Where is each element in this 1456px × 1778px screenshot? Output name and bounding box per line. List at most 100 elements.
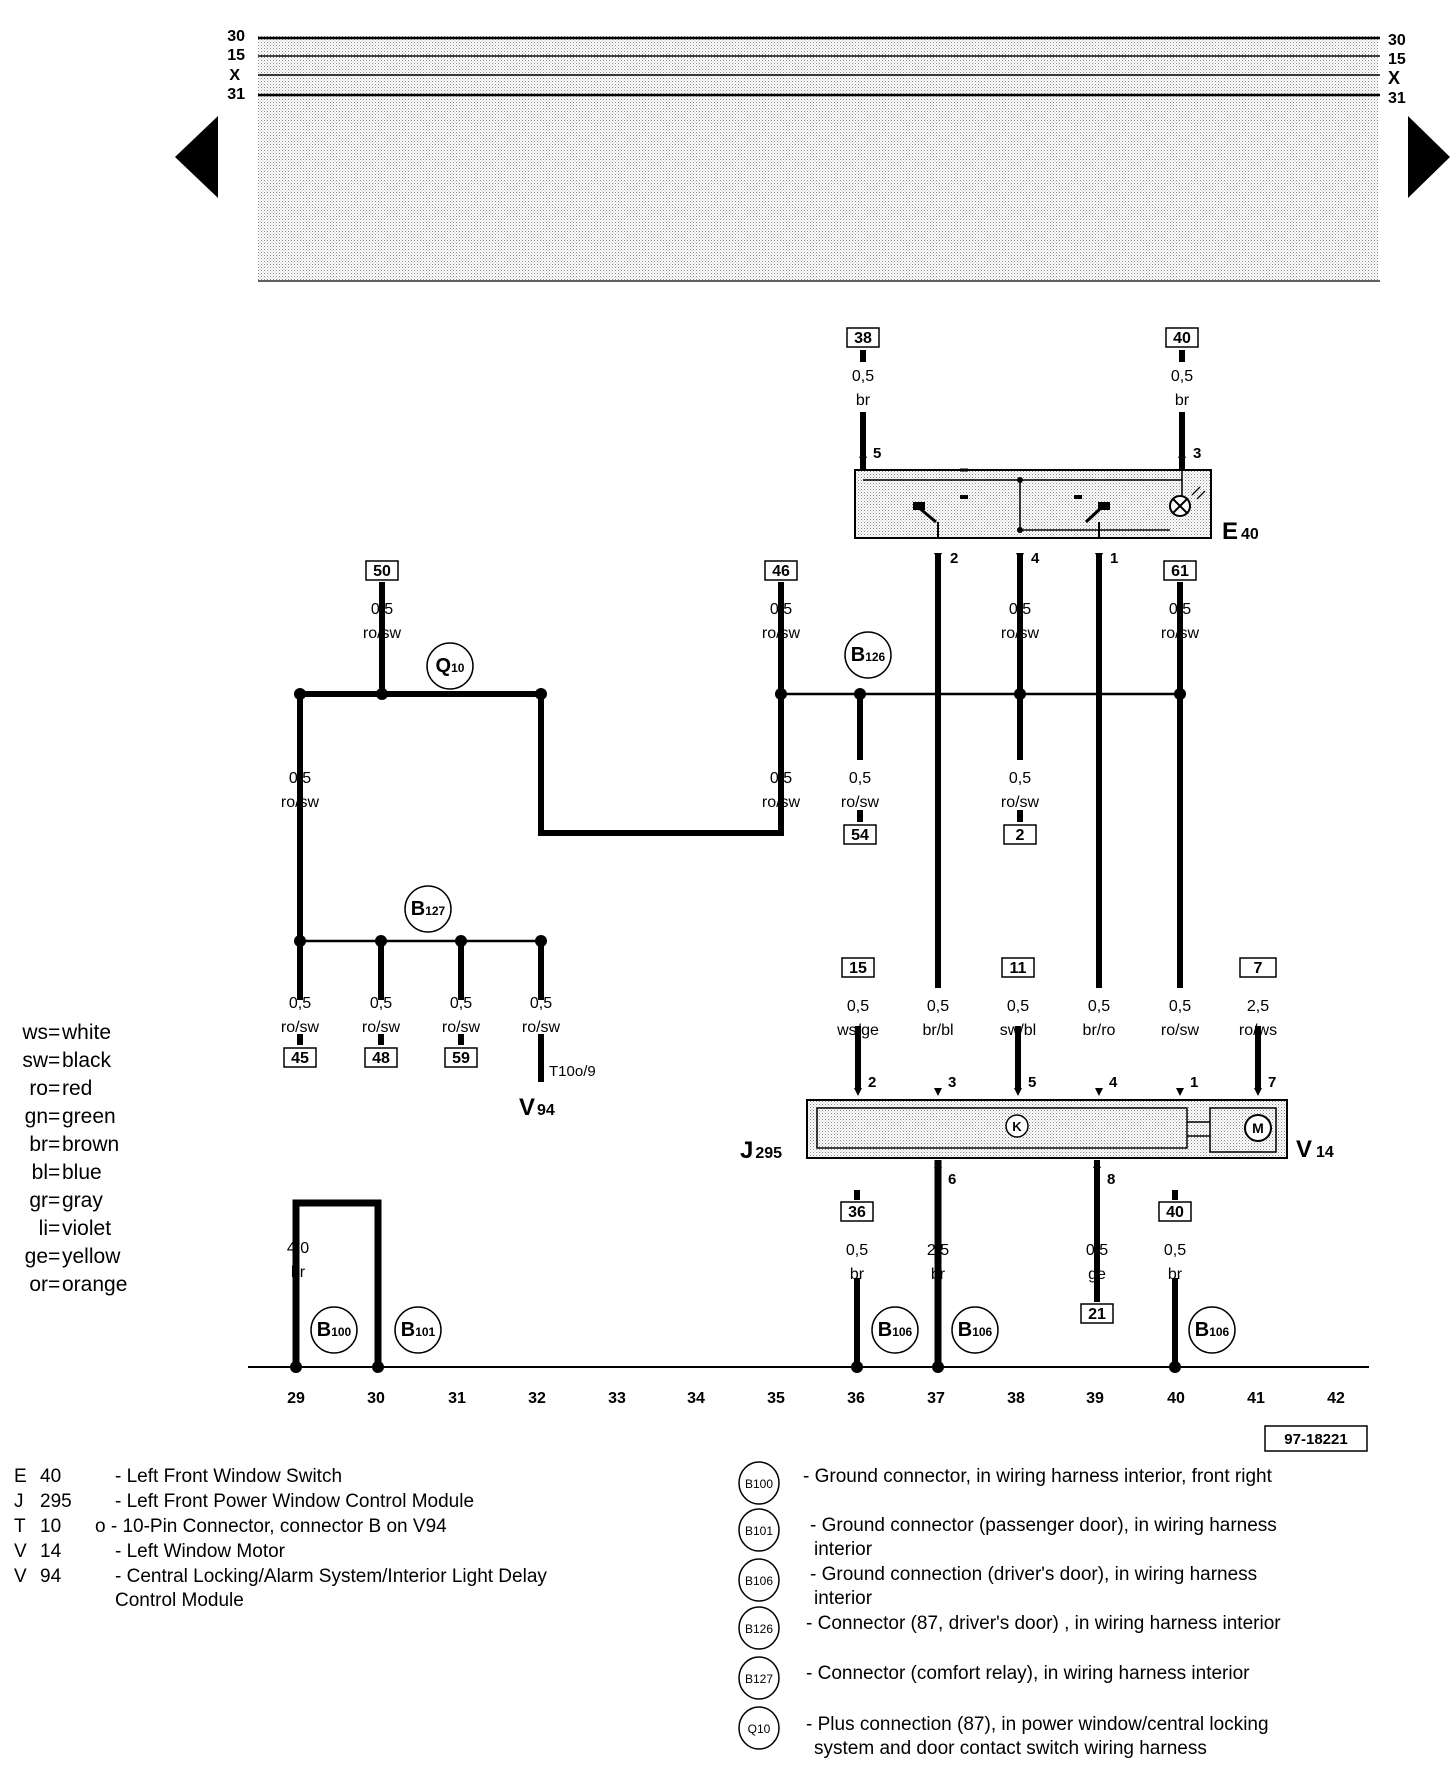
svg-text:ro/sw: ro/sw xyxy=(281,794,320,811)
color-legend-item: br=brown xyxy=(29,1133,119,1156)
svg-text:bl: bl xyxy=(32,1161,48,1184)
svg-text:2: 2 xyxy=(950,550,958,567)
wire-label: 0,5ro/sw xyxy=(442,995,481,1036)
svg-text:61: 61 xyxy=(1171,563,1189,580)
svg-text:ro/sw: ro/sw xyxy=(442,1019,481,1036)
svg-text:2: 2 xyxy=(868,1074,876,1091)
wire-label: 0,5 ge xyxy=(1086,1242,1108,1283)
svg-text:B126: B126 xyxy=(851,644,886,666)
svg-text:br: br xyxy=(931,1266,946,1283)
connector-legend-item: B100 - Ground connector, in wiring harne… xyxy=(738,1461,1273,1505)
svg-text:40: 40 xyxy=(1166,1204,1184,1221)
svg-text:B106: B106 xyxy=(1195,1319,1230,1341)
svg-text:E: E xyxy=(14,1466,27,1487)
track-number: 34 xyxy=(687,1390,705,1407)
svg-text:0,5: 0,5 xyxy=(1086,1242,1108,1259)
ref-box-61: 61 xyxy=(1163,560,1197,581)
ref-box-45: 45 xyxy=(283,1047,317,1068)
connector-B100: B100 xyxy=(310,1306,358,1354)
connector-symbols: Q10 B126 B127 B100 B101 B106 B106 B106 xyxy=(310,631,1236,1354)
previous-page-arrow[interactable] xyxy=(175,116,218,198)
svg-text:45: 45 xyxy=(291,1050,309,1067)
svg-text:38: 38 xyxy=(854,330,872,347)
wire-labels: 0,5 br 0,5 br 0,5 ro/sw 0,5 ro/sw 0,5 ro/sw 0… xyxy=(281,368,1277,1283)
svg-text:T: T xyxy=(14,1516,26,1537)
svg-text:K: K xyxy=(1012,1119,1022,1134)
ref-box-2: 2 xyxy=(1003,824,1037,845)
svg-text:Control Module: Control Module xyxy=(115,1590,244,1611)
connector-B101: B101 xyxy=(394,1306,442,1354)
svg-text:0,5: 0,5 xyxy=(849,770,871,787)
svg-text:B127: B127 xyxy=(411,898,446,920)
svg-text:B100: B100 xyxy=(745,1477,773,1491)
track-number: 29 xyxy=(287,1390,305,1407)
wire-label: 0,5ro/sw xyxy=(762,601,801,642)
svg-text:B101: B101 xyxy=(745,1524,773,1538)
svg-text:ge: ge xyxy=(25,1245,48,1268)
svg-text:4: 4 xyxy=(1109,1074,1118,1091)
svg-text:11: 11 xyxy=(1010,960,1027,977)
svg-text:46: 46 xyxy=(772,563,790,580)
track-numbers: 29 30 31 32 33 34 35 36 37 38 39 40 41 4… xyxy=(287,1390,1345,1407)
color-code-legend: ws=white sw=black ro=red gn=green br=bro… xyxy=(21,1021,127,1296)
svg-text:brown: brown xyxy=(62,1133,119,1156)
ref-box-15: 15 xyxy=(841,957,875,978)
svg-text:=: = xyxy=(48,1077,60,1100)
svg-text:br/bl: br/bl xyxy=(922,1022,953,1039)
svg-text:ge: ge xyxy=(1088,1266,1106,1283)
svg-text:59: 59 xyxy=(452,1050,470,1067)
connector-B106-37: B106 xyxy=(951,1306,999,1354)
document-number-box: 97-18221 xyxy=(1264,1425,1368,1452)
svg-text:B127: B127 xyxy=(745,1672,773,1686)
svg-text:br: br xyxy=(850,1266,865,1283)
svg-text:0,5: 0,5 xyxy=(927,998,949,1015)
svg-text:14: 14 xyxy=(40,1541,62,1562)
color-legend-item: gn=green xyxy=(25,1105,116,1128)
svg-text:- Connector (87, driver's door: - Connector (87, driver's door) , in wir… xyxy=(806,1613,1281,1634)
bus-label-x-right: X xyxy=(1388,68,1400,88)
svg-text:- Ground connector, in wiring: - Ground connector, in wiring harness in… xyxy=(803,1466,1273,1487)
svg-text:green: green xyxy=(62,1105,116,1128)
svg-text:- Ground connector (passenger: - Ground connector (passenger door), in … xyxy=(810,1515,1277,1536)
svg-text:0,5: 0,5 xyxy=(1171,368,1193,385)
wire-label: 0,5 ro/sw xyxy=(281,770,320,811)
wire-label: 0,5ro/sw xyxy=(1001,601,1040,642)
ref-box-7: 7 xyxy=(1239,957,1277,978)
svg-text:0,5: 0,5 xyxy=(1169,601,1191,618)
svg-text:3: 3 xyxy=(1193,445,1201,462)
ref-box-59: 59 xyxy=(444,1047,478,1068)
wire-label: 2,5br xyxy=(927,1242,949,1283)
svg-text:2: 2 xyxy=(1016,827,1025,844)
svg-text:B101: B101 xyxy=(401,1319,436,1341)
t10-connector-label: T10o/9 xyxy=(549,1063,596,1080)
svg-text:0,5: 0,5 xyxy=(846,1242,868,1259)
svg-text:ro/sw: ro/sw xyxy=(363,625,402,642)
color-legend-item: ro=red xyxy=(29,1077,92,1100)
ref-box-46: 46 xyxy=(764,560,798,581)
svg-text:ro/sw: ro/sw xyxy=(1001,625,1040,642)
next-page-arrow[interactable] xyxy=(1408,116,1450,198)
svg-text:br/ro: br/ro xyxy=(1083,1022,1116,1039)
svg-text:1: 1 xyxy=(1190,1074,1198,1091)
svg-text:=: = xyxy=(48,1245,60,1268)
track-number: 37 xyxy=(927,1390,945,1407)
connector-B127: B127 xyxy=(404,885,452,933)
svg-text:ro/sw: ro/sw xyxy=(762,625,801,642)
svg-text:0,5: 0,5 xyxy=(371,601,393,618)
wire-label: 0,5ws/ge xyxy=(836,998,879,1039)
svg-text:0,5: 0,5 xyxy=(1088,998,1110,1015)
svg-text:=: = xyxy=(48,1189,60,1212)
svg-text:=: = xyxy=(48,1273,60,1296)
svg-text:295: 295 xyxy=(40,1491,72,1512)
svg-text:ro/sw: ro/sw xyxy=(1001,794,1040,811)
track-number: 42 xyxy=(1327,1390,1345,1407)
svg-text:0,5: 0,5 xyxy=(289,770,311,787)
svg-text:3: 3 xyxy=(948,1074,956,1091)
connector-legend-item: B106 - Ground connection (driver's door)… xyxy=(738,1558,1257,1609)
